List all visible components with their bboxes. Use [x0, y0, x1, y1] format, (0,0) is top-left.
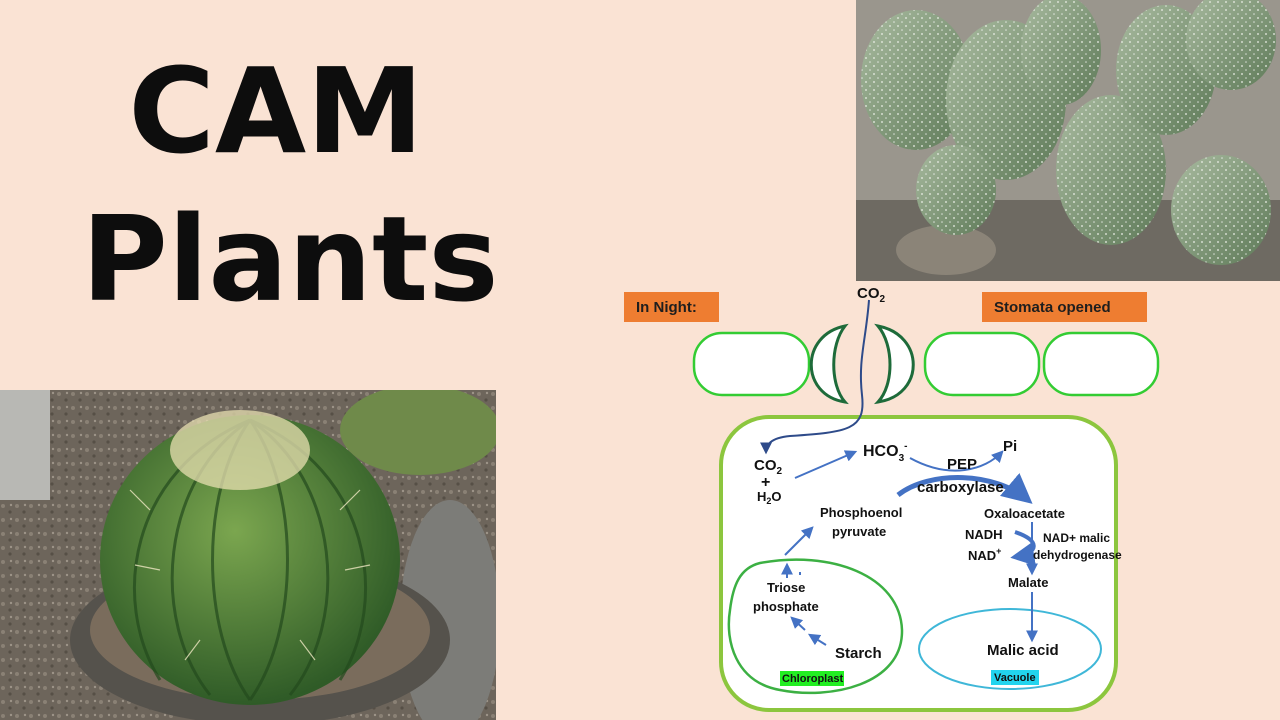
co2-atmosphere-label: CO2	[857, 285, 886, 305]
chloroplast-tag: Chloroplast	[782, 673, 843, 685]
nad-label: NAD+	[968, 546, 1001, 563]
guard-cell-right	[873, 323, 915, 405]
arrow-to-pi	[909, 450, 1004, 472]
phosphate-label: phosphate	[753, 599, 819, 614]
arrow-starch-to-triose-2	[807, 633, 827, 646]
title-plants: Plants	[81, 190, 499, 328]
arrow-triose-to-pep	[784, 526, 814, 556]
nadh-arrow	[1010, 530, 1036, 566]
malate-label: Malate	[1008, 575, 1048, 590]
starch-label: Starch	[835, 645, 882, 662]
opuntia-cactus-photo	[856, 0, 1280, 281]
water-label: H2O	[757, 489, 782, 506]
nadh-label: NADH	[965, 527, 1003, 542]
dehydrogenase-label: dehydrogenase	[1033, 548, 1122, 562]
triose-label: Triose	[767, 580, 805, 595]
mesophyll-cell	[719, 415, 1118, 712]
chloroplast	[727, 558, 904, 695]
pep-carboxylase-arrow	[896, 473, 1033, 504]
pyruvate-label: pyruvate	[832, 524, 886, 539]
phosphoenol-label: Phosphoenol	[820, 505, 902, 520]
chloroplast-tag-bg	[780, 671, 844, 686]
pi-label: Pi	[1003, 438, 1017, 455]
epidermal-cell-1	[692, 331, 811, 397]
hco3-label: HCO3-	[863, 441, 907, 464]
oxaloacetate-label: Oxaloacetate	[984, 506, 1065, 521]
stomata-opened-label: Stomata opened	[982, 292, 1147, 322]
malic-acid-label: Malic acid	[987, 642, 1059, 659]
barrel-cactus-photo	[0, 390, 496, 720]
carboxylase-label: carboxylase	[917, 479, 1004, 496]
guard-cell-left	[809, 323, 849, 405]
vacuole	[918, 608, 1102, 690]
nad-malic-label: NAD+ malic	[1043, 531, 1110, 545]
epidermal-cell-3	[1042, 331, 1160, 397]
arrow-starch-to-triose-1	[790, 616, 806, 631]
vacuole-tag: Vacuole	[994, 672, 1036, 684]
in-night-label: In Night:	[624, 292, 719, 322]
co2-label: CO2	[754, 457, 783, 477]
co2-diffusion-arrow	[760, 299, 870, 455]
plus-sign: +	[761, 474, 770, 491]
title-cam: CAM	[128, 42, 424, 180]
epidermal-cell-2	[923, 331, 1041, 397]
arrow-to-hco3	[794, 450, 858, 479]
pep-label: PEP	[947, 456, 977, 473]
vacuole-tag-bg	[991, 670, 1039, 685]
